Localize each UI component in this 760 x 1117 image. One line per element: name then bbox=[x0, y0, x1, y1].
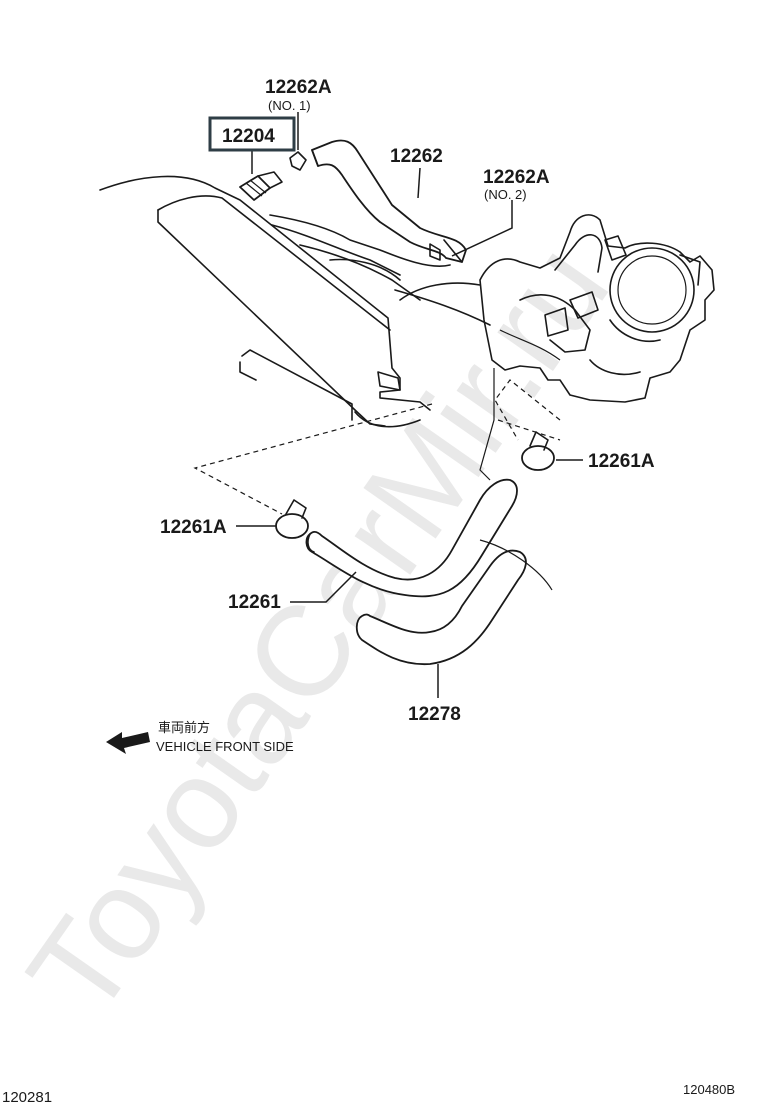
part-label-12278[interactable]: 12278 bbox=[408, 704, 461, 725]
connection-lines bbox=[193, 368, 561, 515]
engine-outline bbox=[99, 175, 491, 428]
footer-right-code: 120480B bbox=[683, 1082, 735, 1097]
vehicle-front-indicator: 車両前方 VEHICLE FRONT SIDE bbox=[106, 720, 294, 754]
direction-jp: 車両前方 bbox=[158, 720, 210, 735]
direction-en: VEHICLE FRONT SIDE bbox=[156, 739, 294, 754]
hose-12262 bbox=[311, 139, 467, 263]
clamp-no2-icon bbox=[429, 243, 441, 261]
clamp-12261a-right-icon bbox=[521, 431, 555, 471]
hose-12278 bbox=[355, 549, 527, 665]
highlight-box bbox=[208, 116, 296, 152]
hose-12261 bbox=[305, 478, 518, 598]
clamp-12261a-left-icon bbox=[275, 499, 309, 539]
part-label-12204[interactable]: 12204 bbox=[222, 126, 275, 147]
pcv-valve bbox=[239, 171, 283, 201]
part-label-12261a-right[interactable]: 12261A bbox=[588, 451, 655, 472]
part-label-12262[interactable]: 12262 bbox=[390, 146, 443, 167]
watermark: ToyotaCarMir.ru bbox=[1, 219, 636, 1041]
part-label-12262a-no1[interactable]: 12262A bbox=[265, 77, 332, 98]
leader-lines bbox=[236, 112, 583, 698]
footer-left-code: 120281 bbox=[2, 1089, 52, 1106]
part-label-12261a-left[interactable]: 12261A bbox=[160, 517, 227, 538]
part-note-no2: (NO. 2) bbox=[484, 187, 527, 202]
part-label-12261[interactable]: 12261 bbox=[228, 592, 281, 613]
part-note-no1: (NO. 1) bbox=[268, 98, 311, 113]
clamp-no1-icon bbox=[289, 151, 307, 171]
part-label-12262a-no2[interactable]: 12262A bbox=[483, 167, 550, 188]
arrow-left-icon bbox=[106, 732, 150, 754]
throttle-body bbox=[479, 214, 715, 403]
